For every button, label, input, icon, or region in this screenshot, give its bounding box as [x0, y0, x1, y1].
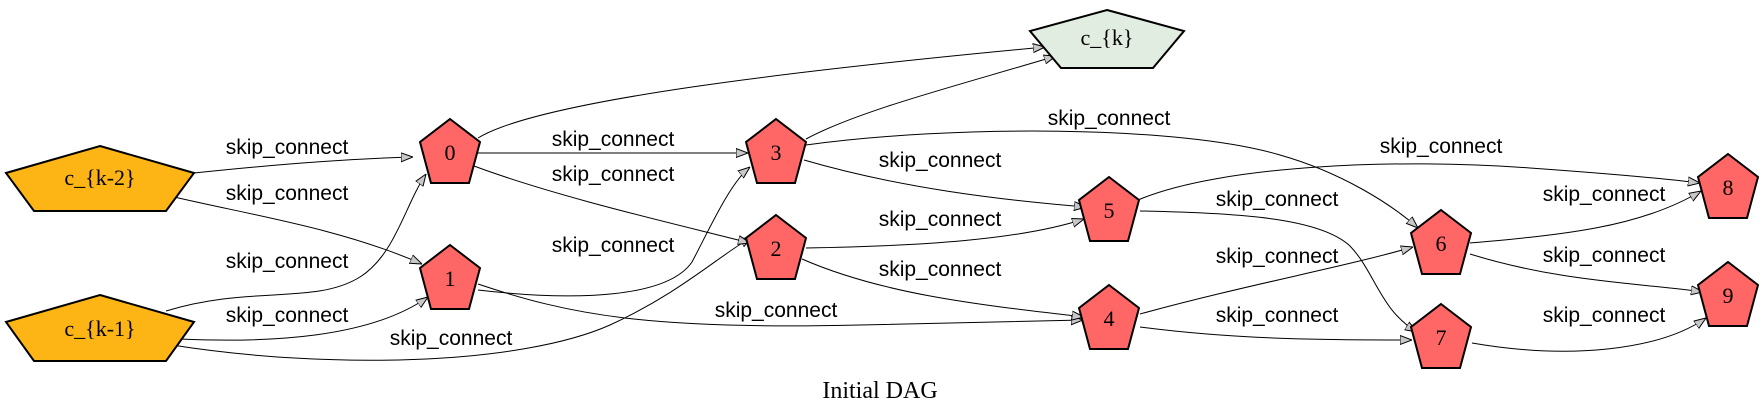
edge-label-n2-n4: skip_connect [879, 258, 1002, 281]
edge-label-n3-n6: skip_connect [1048, 107, 1171, 130]
node-8[interactable]: 8 [1696, 152, 1760, 219]
pentagon-shape [1077, 175, 1141, 242]
edge-ck1-n1 [179, 297, 428, 341]
edge-layer [165, 47, 1706, 361]
edge-label-ck1-n2: skip_connect [390, 327, 513, 350]
pentagon-shape [744, 213, 808, 280]
edge-label-n1-n3: skip_connect [552, 234, 675, 257]
edge-n4-n6 [1139, 247, 1413, 315]
node-4[interactable]: 4 [1077, 283, 1141, 350]
pentagon-shape [1409, 302, 1473, 369]
pentagon-shape [744, 117, 808, 184]
diagram-title: Initial DAG [822, 378, 937, 404]
edge-label-n6-n8: skip_connect [1543, 183, 1666, 206]
edge-label-ck1-n0: skip_connect [226, 250, 349, 273]
edge-label-n7-n9: skip_connect [1543, 304, 1666, 327]
edge-label-n0-n2: skip_connect [552, 163, 675, 186]
node-label: 7 [1436, 325, 1447, 350]
node-3[interactable]: 3 [744, 117, 808, 184]
node-ck1[interactable]: c_{k-1} [4, 293, 196, 362]
node-5[interactable]: 5 [1077, 175, 1141, 242]
pentagon-shape [418, 243, 482, 310]
edge-ck2-n1 [169, 195, 422, 264]
edge-label-n4-n6: skip_connect [1216, 245, 1339, 268]
edge-n4-n7 [1139, 326, 1412, 340]
edge-label-n0-n3: skip_connect [552, 128, 675, 151]
node-7[interactable]: 7 [1409, 302, 1473, 369]
edge-n3-ck [805, 56, 1056, 140]
node-ck2[interactable]: c_{k-2} [4, 144, 196, 212]
node-label: 5 [1104, 198, 1115, 223]
node-label: 1 [445, 266, 456, 291]
node-9[interactable]: 9 [1696, 260, 1760, 327]
edge-n0-ck [477, 47, 1045, 139]
node-label: 3 [771, 140, 782, 165]
edge-label-n2-n5: skip_connect [879, 208, 1002, 231]
pentagon-shape [418, 117, 482, 184]
pentagon-shape [4, 144, 196, 212]
pentagon-shape [1077, 283, 1141, 350]
edge-n1-n3 [477, 167, 750, 297]
edge-label-layer: skip_connect skip_connect skip_connect s… [226, 107, 1666, 350]
edge-label-ck2-n0: skip_connect [226, 136, 349, 159]
node-label: 4 [1104, 306, 1115, 331]
edge-ck1-n2 [171, 237, 752, 361]
edge-label-n3-n5: skip_connect [879, 149, 1002, 172]
node-label: c_{k-1} [64, 316, 135, 341]
edge-n2-n4 [801, 258, 1084, 317]
node-layer: c_{k-2} c_{k-1} c_{k} 0 1 2 3 4 [4, 8, 1760, 369]
edge-label-n4-n7: skip_connect [1216, 304, 1339, 327]
edge-label-n5-n7: skip_connect [1216, 188, 1339, 211]
edge-ck2-n0 [193, 157, 413, 174]
edge-n3-n5 [803, 159, 1086, 207]
pentagon-shape [1696, 152, 1760, 219]
node-label: c_{k} [1081, 25, 1134, 50]
node-label: 8 [1723, 175, 1734, 200]
edge-n3-n6 [805, 130, 1418, 228]
edge-n0-n2 [473, 165, 750, 243]
node-label: 6 [1436, 231, 1447, 256]
edge-n5-n8 [1137, 163, 1700, 201]
node-label: 0 [445, 140, 456, 165]
node-label: 9 [1723, 283, 1734, 308]
edge-n7-n9 [1471, 318, 1706, 352]
node-label: 2 [771, 236, 782, 261]
node-1[interactable]: 1 [418, 243, 482, 310]
node-6[interactable]: 6 [1409, 208, 1473, 275]
edge-label-ck1-n1: skip_connect [226, 304, 349, 327]
edge-ck1-n0 [165, 174, 426, 312]
edge-label-n1-n4: skip_connect [715, 299, 838, 322]
edge-label-n5-n8: skip_connect [1380, 135, 1503, 158]
node-2[interactable]: 2 [744, 213, 808, 280]
node-label: c_{k-2} [64, 165, 135, 190]
edge-n2-n5 [805, 219, 1084, 249]
edge-n6-n8 [1469, 191, 1701, 244]
edge-label-ck2-n1: skip_connect [226, 182, 349, 205]
edge-n1-n4 [477, 283, 1083, 327]
edge-label-n6-n9: skip_connect [1543, 244, 1666, 267]
node-ck[interactable]: c_{k} [1028, 8, 1186, 69]
pentagon-shape [4, 293, 196, 362]
pentagon-shape [1409, 208, 1473, 275]
pentagon-shape [1028, 8, 1186, 69]
edge-n5-n7 [1139, 210, 1417, 332]
edge-n6-n9 [1469, 253, 1703, 292]
pentagon-shape [1696, 260, 1760, 327]
node-0[interactable]: 0 [418, 117, 482, 184]
